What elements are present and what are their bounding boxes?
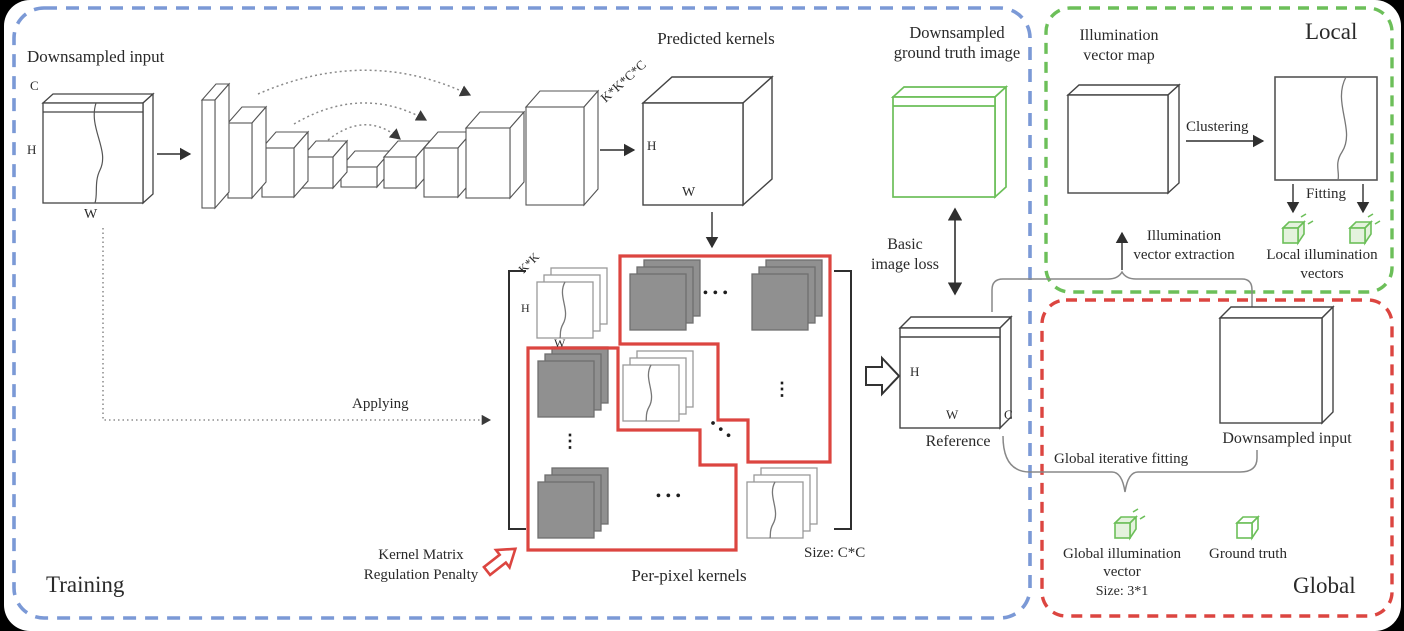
input-c-label: C <box>30 78 39 93</box>
vector-map-title-line1: Illumination <box>1079 27 1159 44</box>
global-vector-size-label: Size: 3*1 <box>1095 584 1149 599</box>
loss-label-line2: image loss <box>871 256 939 273</box>
training-label: Training <box>46 572 125 597</box>
global-downsampled-input-label: Downsampled input <box>1222 430 1352 447</box>
global-vector-caption-line1: Global illumination <box>1063 546 1181 562</box>
clustering-label: Clustering <box>1186 119 1249 135</box>
kernel-size-label: Size: C*C <box>804 545 866 561</box>
reference-c-label: C <box>1004 407 1013 422</box>
input-w-label: W <box>84 207 98 222</box>
ground-truth-title-line1: Downsampled <box>909 23 1005 42</box>
kernel-matrix-h-label: H <box>521 301 530 315</box>
per-pixel-kernels-caption: Per-pixel kernels <box>631 566 747 585</box>
kernel-matrix-w-label: W <box>554 336 566 350</box>
applying-label: Applying <box>352 396 409 412</box>
predicted-kernels-depth-label: K*K*C*C <box>597 56 649 106</box>
downsampled-input-title: Downsampled input <box>27 47 165 66</box>
local-vectors-caption-line1: Local illumination <box>1266 247 1378 263</box>
kernel-matrix-kk-label: K*K <box>515 249 542 277</box>
loss-label-line1: Basic <box>887 236 923 253</box>
extraction-label-line2: vector extraction <box>1133 247 1235 263</box>
global-fitting-label: Global iterative fitting <box>1054 451 1189 467</box>
global-ground-truth-label: Ground truth <box>1209 546 1287 562</box>
ellipsis-vertical: ⋮ <box>773 379 791 399</box>
global-label: Global <box>1293 573 1356 598</box>
ellipsis-horizontal: ••• <box>656 489 686 504</box>
ground-truth-title-line2: ground truth image <box>893 43 1021 62</box>
predicted-kernels-w-label: W <box>682 185 696 200</box>
local-vectors-caption-line2: vectors <box>1300 266 1344 282</box>
ellipsis-diagonal: ••• <box>705 416 739 447</box>
reference-h-label: H <box>910 364 920 379</box>
local-label: Local <box>1305 19 1358 44</box>
ellipsis-horizontal: ••• <box>703 286 733 301</box>
predicted-kernels-h-label: H <box>647 138 657 153</box>
reference-w-label: W <box>946 407 959 422</box>
input-h-label: H <box>27 142 37 157</box>
ellipsis-vertical: ⋮ <box>561 431 579 451</box>
penalty-label-line2: Regulation Penalty <box>363 567 479 583</box>
vector-map-title-line2: vector map <box>1083 47 1155 64</box>
fitting-label: Fitting <box>1306 186 1347 202</box>
predicted-kernels-title: Predicted kernels <box>657 29 775 48</box>
extraction-label-line1: Illumination <box>1146 228 1222 244</box>
reference-title: Reference <box>925 433 991 450</box>
penalty-label-line1: Kernel Matrix <box>378 547 464 563</box>
global-vector-caption-line2: vector <box>1103 564 1141 580</box>
